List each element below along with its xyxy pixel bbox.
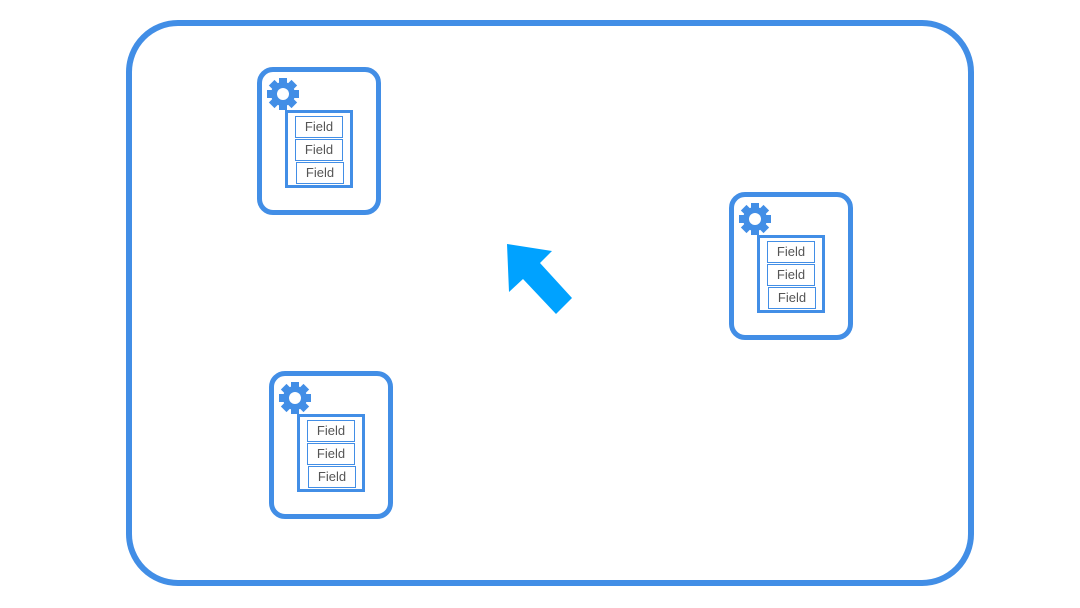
field[interactable]: Field (768, 287, 816, 309)
gear-icon[interactable] (266, 77, 300, 111)
gear-icon[interactable] (278, 381, 312, 415)
field[interactable]: Field (307, 420, 355, 442)
canvas-frame (126, 20, 974, 586)
field[interactable]: Field (296, 162, 344, 184)
widget-bottom-left[interactable]: Field Field Field (269, 371, 393, 519)
widget-right[interactable]: Field Field Field (729, 192, 853, 340)
field[interactable]: Field (767, 241, 815, 263)
field-list: Field Field Field (757, 235, 825, 313)
widget-top-left[interactable]: Field Field Field (257, 67, 381, 215)
field[interactable]: Field (307, 443, 355, 465)
field-list: Field Field Field (285, 110, 353, 188)
field[interactable]: Field (308, 466, 356, 488)
gear-icon[interactable] (738, 202, 772, 236)
field[interactable]: Field (295, 139, 343, 161)
field[interactable]: Field (767, 264, 815, 286)
field-list: Field Field Field (297, 414, 365, 492)
field[interactable]: Field (295, 116, 343, 138)
